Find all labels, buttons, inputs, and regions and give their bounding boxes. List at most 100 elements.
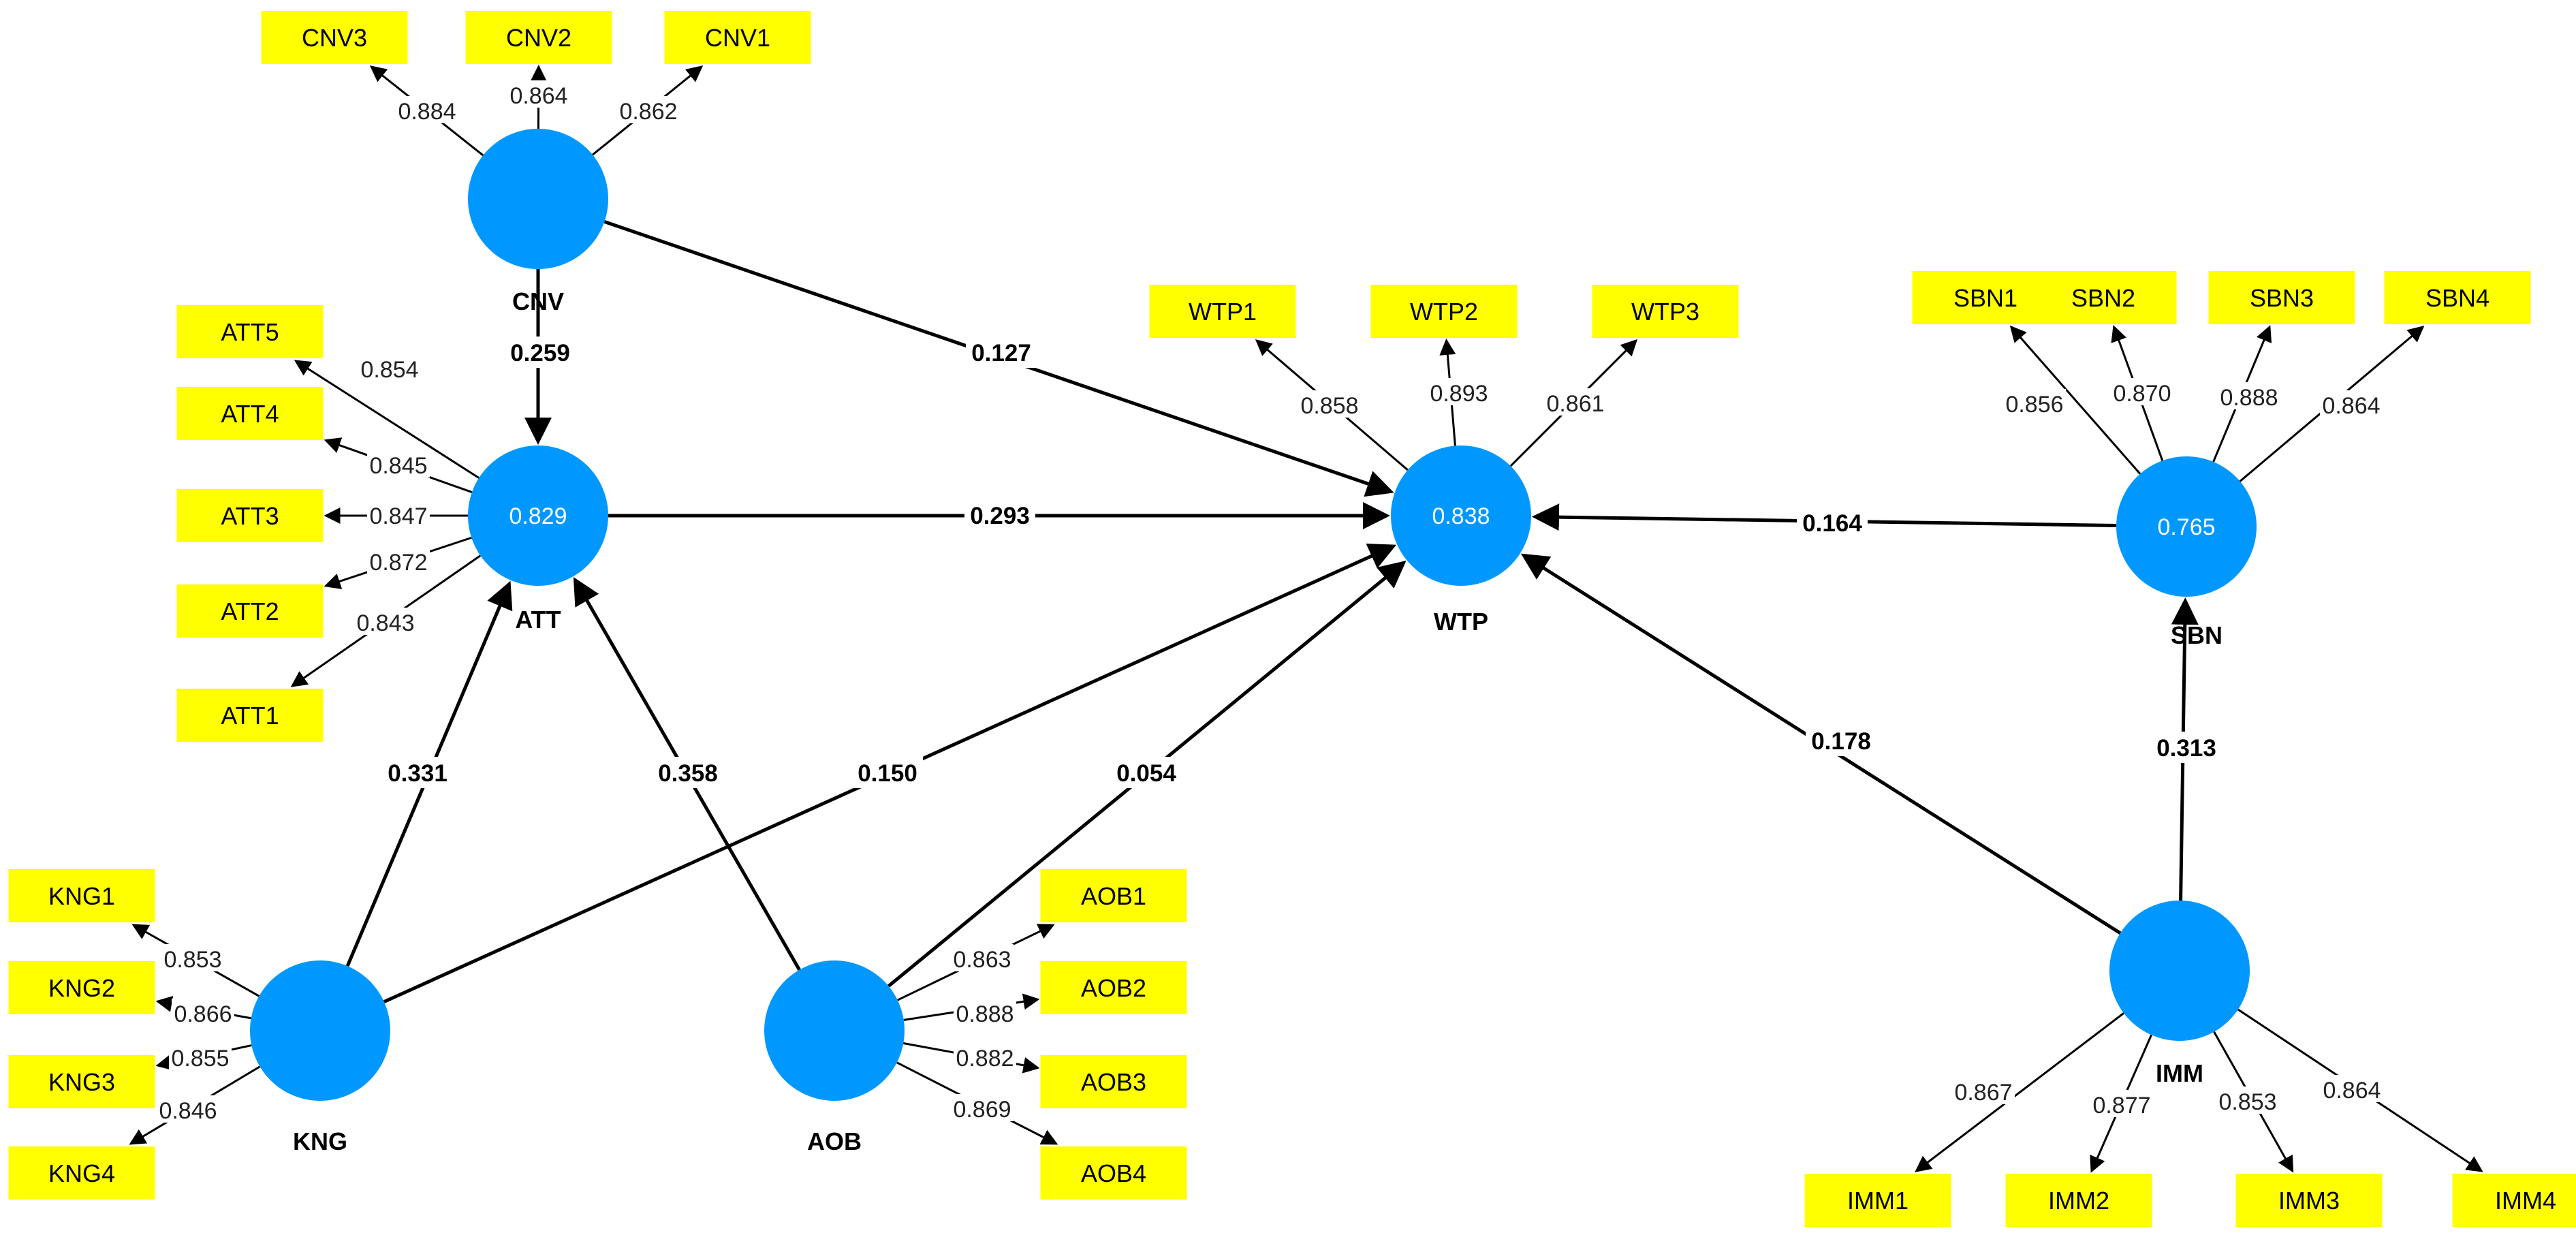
loading-value-background — [169, 1043, 232, 1070]
indicator-label-sbn4: SBN4 — [2425, 284, 2489, 312]
construct-node-wtp[interactable] — [1391, 445, 1531, 586]
path-coefficient-aob-wtp: 0.054 — [1116, 760, 1176, 787]
indicator-label-wtp1: WTP1 — [1189, 298, 1257, 326]
loading-value-sbn1: 0.856 — [2005, 392, 2063, 418]
indicator-label-aob4: AOB4 — [1081, 1159, 1146, 1187]
indicator-box-att5[interactable] — [176, 305, 324, 358]
path-coefficient-imm-wtp: 0.178 — [1811, 728, 1871, 755]
indicator-label-sbn2: SBN2 — [2071, 284, 2135, 312]
indicator-box-kng1[interactable] — [8, 869, 155, 922]
loading-value-background — [2320, 390, 2383, 418]
indicator-box-cnv3[interactable] — [261, 11, 408, 64]
indicator-box-aob4[interactable] — [1040, 1146, 1187, 1200]
construct-node-imm[interactable] — [2109, 901, 2250, 1041]
indicator-box-aob2[interactable] — [1040, 961, 1187, 1014]
indicator-label-aob2: AOB2 — [1081, 974, 1146, 1002]
r-squared-att: 0.829 — [509, 503, 567, 529]
loading-value-background — [367, 450, 430, 478]
loading-value-aob3: 0.882 — [956, 1046, 1014, 1072]
loading-arrow-sbn1 — [2009, 325, 2141, 475]
indicator-label-imm3: IMM3 — [2278, 1187, 2340, 1215]
indicator-label-aob3: AOB3 — [1081, 1068, 1146, 1096]
loading-value-background — [367, 501, 430, 528]
loading-value-sbn2: 0.870 — [2113, 381, 2171, 407]
indicator-box-aob1[interactable] — [1040, 869, 1187, 922]
loading-value-background — [1952, 1077, 2015, 1104]
indicator-box-att4[interactable] — [176, 387, 324, 440]
indicator-box-kng2[interactable] — [8, 961, 155, 1014]
indicator-label-sbn1: SBN1 — [1953, 284, 2017, 312]
path-coefficient-background — [1806, 725, 1876, 756]
indicator-box-sbn2[interactable] — [2030, 271, 2177, 324]
construct-name-aob: AOB — [807, 1127, 862, 1155]
indicator-box-cnv2[interactable] — [465, 11, 612, 64]
indicator-label-imm4: IMM4 — [2495, 1187, 2556, 1215]
indicator-box-imm2[interactable] — [2005, 1174, 2152, 1227]
indicator-label-wtp2: WTP2 — [1410, 298, 1478, 326]
indicator-box-sbn3[interactable] — [2208, 271, 2355, 324]
loading-value-background — [2218, 382, 2280, 409]
loading-value-background — [617, 96, 680, 123]
indicator-box-imm4[interactable] — [2452, 1174, 2576, 1227]
indicator-label-att4: ATT4 — [221, 400, 279, 428]
path-coefficient-background — [382, 757, 453, 788]
loading-value-imm3: 0.853 — [2218, 1089, 2276, 1115]
loading-arrow-att5 — [294, 360, 480, 479]
indicator-box-att3[interactable] — [176, 489, 324, 542]
loading-value-wtp3: 0.861 — [1546, 391, 1604, 417]
path-coefficient-background — [505, 337, 576, 368]
indicator-box-wtp2[interactable] — [1370, 285, 1518, 338]
construct-node-cnv[interactable] — [468, 129, 608, 269]
path-coefficient-background — [966, 337, 1037, 368]
construct-node-kng[interactable] — [250, 960, 390, 1101]
loading-value-kng3: 0.855 — [171, 1046, 229, 1072]
construct-node-aob[interactable] — [764, 960, 905, 1101]
path-coefficient-background — [1111, 757, 1182, 788]
indicator-box-wtp3[interactable] — [1592, 285, 1739, 338]
loading-value-background — [951, 1094, 1014, 1121]
loading-value-wtp1: 0.858 — [1300, 393, 1358, 419]
indicator-label-kng2: KNG2 — [48, 974, 115, 1002]
indicator-box-cnv1[interactable] — [664, 11, 811, 64]
loading-value-background — [951, 944, 1014, 971]
loading-value-aob1: 0.863 — [953, 947, 1011, 973]
loading-value-att4: 0.845 — [369, 453, 427, 479]
indicator-box-wtp1[interactable] — [1149, 285, 1296, 338]
indicator-box-kng3[interactable] — [8, 1055, 155, 1108]
loading-value-background — [2003, 389, 2066, 416]
indicator-box-sbn4[interactable] — [2384, 271, 2531, 324]
path-coefficient-kng-att: 0.331 — [388, 760, 447, 787]
indicator-label-cnv2: CNV2 — [506, 24, 571, 52]
construct-node-att[interactable] — [468, 445, 608, 586]
loading-value-imm4: 0.864 — [2323, 1078, 2381, 1104]
construct-node-sbn[interactable] — [2116, 456, 2257, 597]
indicator-label-imm2: IMM2 — [2048, 1187, 2109, 1215]
loading-value-background — [1428, 378, 1490, 405]
indicator-box-imm3[interactable] — [2235, 1174, 2383, 1227]
loading-value-aob2: 0.888 — [956, 1001, 1014, 1027]
loading-value-cnv3: 0.884 — [398, 99, 456, 125]
indicator-label-wtp3: WTP3 — [1631, 298, 1699, 326]
loading-value-background — [2321, 1075, 2383, 1102]
loading-value-background — [1544, 388, 1607, 416]
indicator-label-kng3: KNG3 — [48, 1068, 115, 1096]
indicator-box-kng4[interactable] — [8, 1146, 155, 1200]
indicator-box-aob3[interactable] — [1040, 1055, 1187, 1108]
loading-value-cnv2: 0.864 — [509, 83, 567, 109]
loading-value-att3: 0.847 — [369, 503, 427, 529]
indicator-box-att2[interactable] — [176, 584, 324, 638]
loading-value-background — [954, 999, 1016, 1026]
indicator-label-att3: ATT3 — [221, 502, 279, 530]
indicator-box-att1[interactable] — [176, 689, 324, 742]
loading-value-att1: 0.843 — [356, 610, 414, 636]
indicator-box-imm1[interactable] — [1804, 1174, 1951, 1227]
loading-value-background — [507, 80, 570, 108]
indicator-label-sbn3: SBN3 — [2250, 284, 2314, 312]
loading-value-kng4: 0.846 — [159, 1098, 217, 1124]
loading-value-sbn3: 0.888 — [2220, 385, 2278, 411]
inner-model-paths — [345, 220, 2199, 1003]
path-coefficient-aob-att: 0.358 — [658, 760, 718, 787]
construct-name-wtp: WTP — [1434, 608, 1488, 636]
